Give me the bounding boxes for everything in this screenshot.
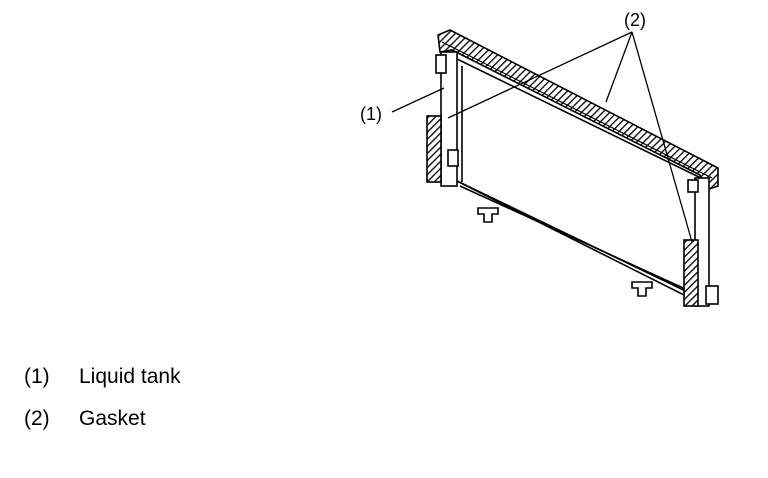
left-side-tank	[426, 51, 459, 187]
callout-part1: (1)	[360, 104, 382, 124]
leader-lines	[391, 31, 693, 243]
right-side-tank	[683, 177, 719, 307]
mounting-brackets	[477, 207, 653, 297]
callout-part2: (2)	[624, 10, 646, 30]
parts-legend: (1) Liquid tank (2) Gasket	[24, 366, 181, 450]
condenser-core	[454, 56, 706, 300]
condenser-diagram: (1) (2)	[360, 10, 719, 307]
legend-number: (2)	[24, 407, 50, 430]
legend-number: (1)	[24, 365, 50, 388]
legend-label: Gasket	[79, 407, 146, 430]
legend-label: Liquid tank	[79, 365, 181, 388]
legend-item-gasket: (2) Gasket	[24, 408, 181, 430]
legend-item-liquid-tank: (1) Liquid tank	[24, 366, 181, 388]
